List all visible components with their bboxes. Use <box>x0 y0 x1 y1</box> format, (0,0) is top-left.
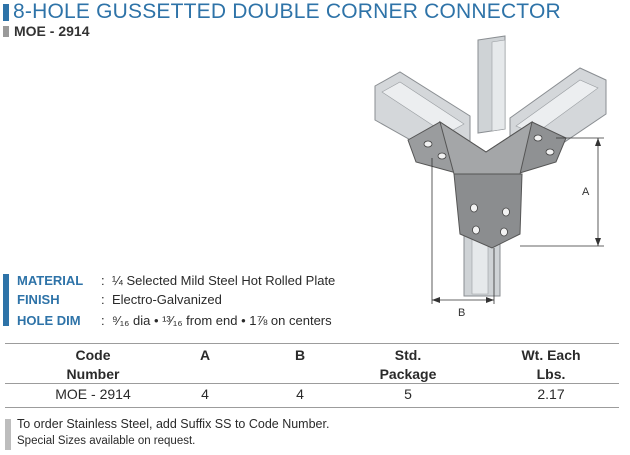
spec-label: HOLE DIM <box>17 313 81 328</box>
header-std-package-line1: Std. <box>394 347 422 363</box>
header-weight-line2: Lbs. <box>536 366 566 382</box>
spec-label: FINISH <box>17 292 60 307</box>
spec-value: ⁹⁄₁₆ dia • ¹³⁄₁₆ from end • 1⅞ on center… <box>112 313 332 328</box>
header-a: A <box>199 347 211 363</box>
product-illustration: A B <box>360 34 620 324</box>
note-stainless: To order Stainless Steel, add Suffix SS … <box>17 417 330 431</box>
table-rule-top <box>5 343 619 344</box>
spec-label: MATERIAL <box>17 273 84 288</box>
specs-accent-bar <box>3 274 9 326</box>
spec-value: Electro-Galvanized <box>112 292 222 307</box>
cell-a: 4 <box>201 386 209 402</box>
header-code-number-line2: Number <box>66 366 120 382</box>
notes-accent-bar <box>5 419 11 450</box>
dimension-a-label: A <box>582 186 590 198</box>
dimension-b-label: B <box>458 307 465 319</box>
product-table: Code Number A B Std. Package Wt. Each Lb… <box>5 343 619 409</box>
table-rule-mid <box>5 383 619 384</box>
cell-weight: 2.17 <box>537 386 565 402</box>
product-code-subtitle: MOE - 2914 <box>14 23 90 39</box>
note-special-sizes: Special Sizes available on request. <box>17 435 196 447</box>
connector-drawing: A B <box>374 35 607 319</box>
header-std-package: Std. Package <box>348 346 468 384</box>
cell-code-number: MOE - 2914 <box>55 386 131 402</box>
subtitle-accent-bar <box>3 26 9 37</box>
header-weight: Wt. Each Lbs. <box>486 346 616 384</box>
title-accent-bar <box>3 4 9 21</box>
spec-value: ¼ Selected Mild Steel Hot Rolled Plate <box>112 273 336 288</box>
header-weight-line1: Wt. Each <box>521 347 581 363</box>
header-code-number: Code Number <box>5 346 181 384</box>
page-title: 8-HOLE GUSSETTED DOUBLE CORNER CONNECTOR <box>13 0 561 23</box>
header-std-package-line2: Package <box>379 366 437 382</box>
cell-std-package: 5 <box>404 386 412 402</box>
header-code-number-line1: Code <box>75 347 111 363</box>
header-b: B <box>294 347 306 363</box>
cell-b: 4 <box>296 386 304 402</box>
table-rule-bottom <box>5 407 619 408</box>
